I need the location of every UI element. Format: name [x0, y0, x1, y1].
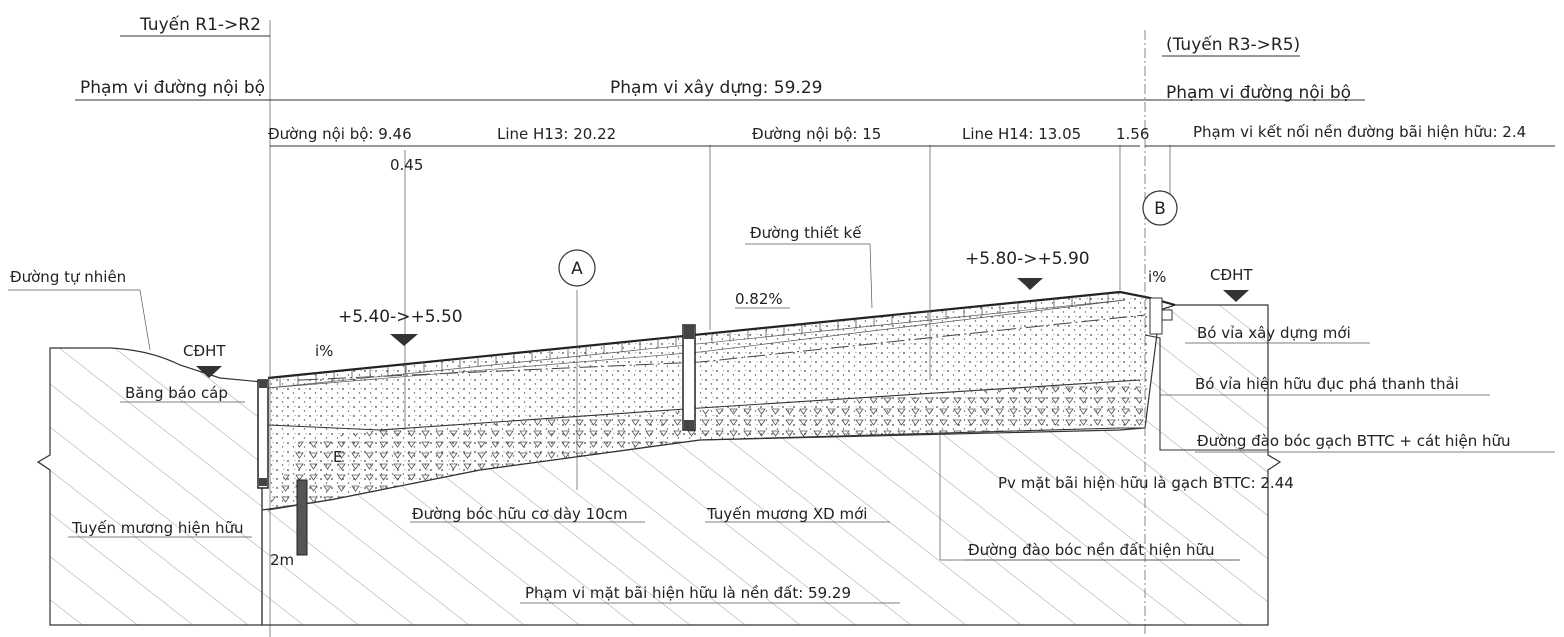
thin-layer-line — [267, 299, 1126, 389]
elevation-left-label: +5.40->+5.50 — [338, 307, 463, 327]
existing-ditch-post — [296, 479, 308, 556]
strip-line — [267, 427, 1145, 511]
new-ditch-post — [682, 324, 696, 431]
marker-b: B — [1142, 190, 1178, 226]
dim-2m-label: 2m — [270, 551, 294, 569]
existing-ditch-label: Tuyến mương hiện hữu — [71, 519, 244, 537]
elevation-right-label: +5.80->+5.90 — [965, 249, 1090, 269]
curb-new — [1149, 297, 1173, 335]
route-left-label: Tuyến R1->R2 — [139, 14, 261, 35]
elevation-markers — [196, 278, 1249, 378]
route-right-label: (Tuyến R3->R5) — [1166, 34, 1300, 55]
cable-band-post — [257, 379, 269, 489]
e-label: E — [333, 448, 342, 466]
connect-scope-label: Phạm vi kết nối nền đường bãi hiện hữu: … — [1193, 123, 1526, 141]
slope-label: 0.82% — [735, 290, 783, 308]
construction-scope-label: Phạm vi xây dựng: 59.29 — [610, 78, 822, 98]
slope-left-label: i% — [315, 342, 333, 360]
dig-brick-label: Đường đào bóc gạch BTTC + cát hiện hữu — [1197, 432, 1511, 450]
existing-earth-label: Phạm vi mặt bãi hiện hữu là nền đất: 59.… — [525, 584, 851, 602]
marker-a: A — [558, 249, 596, 287]
natural-ground-label: Đường tự nhiên — [10, 268, 126, 286]
design-line-label: Đường thiết kế — [750, 224, 862, 242]
leader-lines — [8, 243, 1555, 604]
dim-045-label: 0.45 — [390, 156, 423, 174]
internal-road-left-label: Phạm vi đường nội bộ — [80, 78, 265, 98]
brick-area-label: Pv mặt bãi hiện hữu là gạch BTTC: 2.44 — [998, 474, 1294, 492]
triangle-fill-layer — [270, 380, 1145, 505]
subgrade-dashdot — [299, 314, 1146, 381]
curb-old — [1144, 334, 1268, 451]
cable-band-label: Băng báo cáp — [125, 384, 228, 402]
slope-right-label: i% — [1148, 268, 1166, 286]
ground-left-embankment — [36, 347, 263, 626]
segment-1-56: 1.56 — [1116, 125, 1149, 143]
dig-earth-label: Đường đào bóc nền đất hiện hữu — [968, 541, 1215, 559]
strip-organic-label: Đường bóc hữu cơ dày 10cm — [412, 505, 628, 523]
dimension-lines — [75, 35, 1555, 626]
new-ditch-label: Tuyến mương XD mới — [706, 505, 867, 523]
marker-b-label: B — [1154, 199, 1166, 219]
new-curb-label: Bó vỉa xây dựng mới — [1197, 324, 1351, 342]
segment-internal-road-2: Đường nội bộ: 15 — [752, 125, 881, 143]
old-curb-label: Bó vỉa hiện hữu đục phá thanh thải — [1195, 375, 1459, 393]
marker-a-label: A — [571, 259, 583, 279]
cdht-left-label: CĐHT — [183, 342, 226, 360]
internal-road-right-label: Phạm vi đường nội bộ — [1166, 83, 1351, 103]
cdht-right-label: CĐHT — [1210, 266, 1253, 284]
segment-line-h13: Line H13: 20.22 — [497, 125, 616, 143]
old-ground-line — [267, 379, 1141, 431]
segment-internal-road-1: Đường nội bộ: 9.46 — [268, 125, 412, 143]
segment-line-h14: Line H14: 13.05 — [962, 125, 1081, 143]
